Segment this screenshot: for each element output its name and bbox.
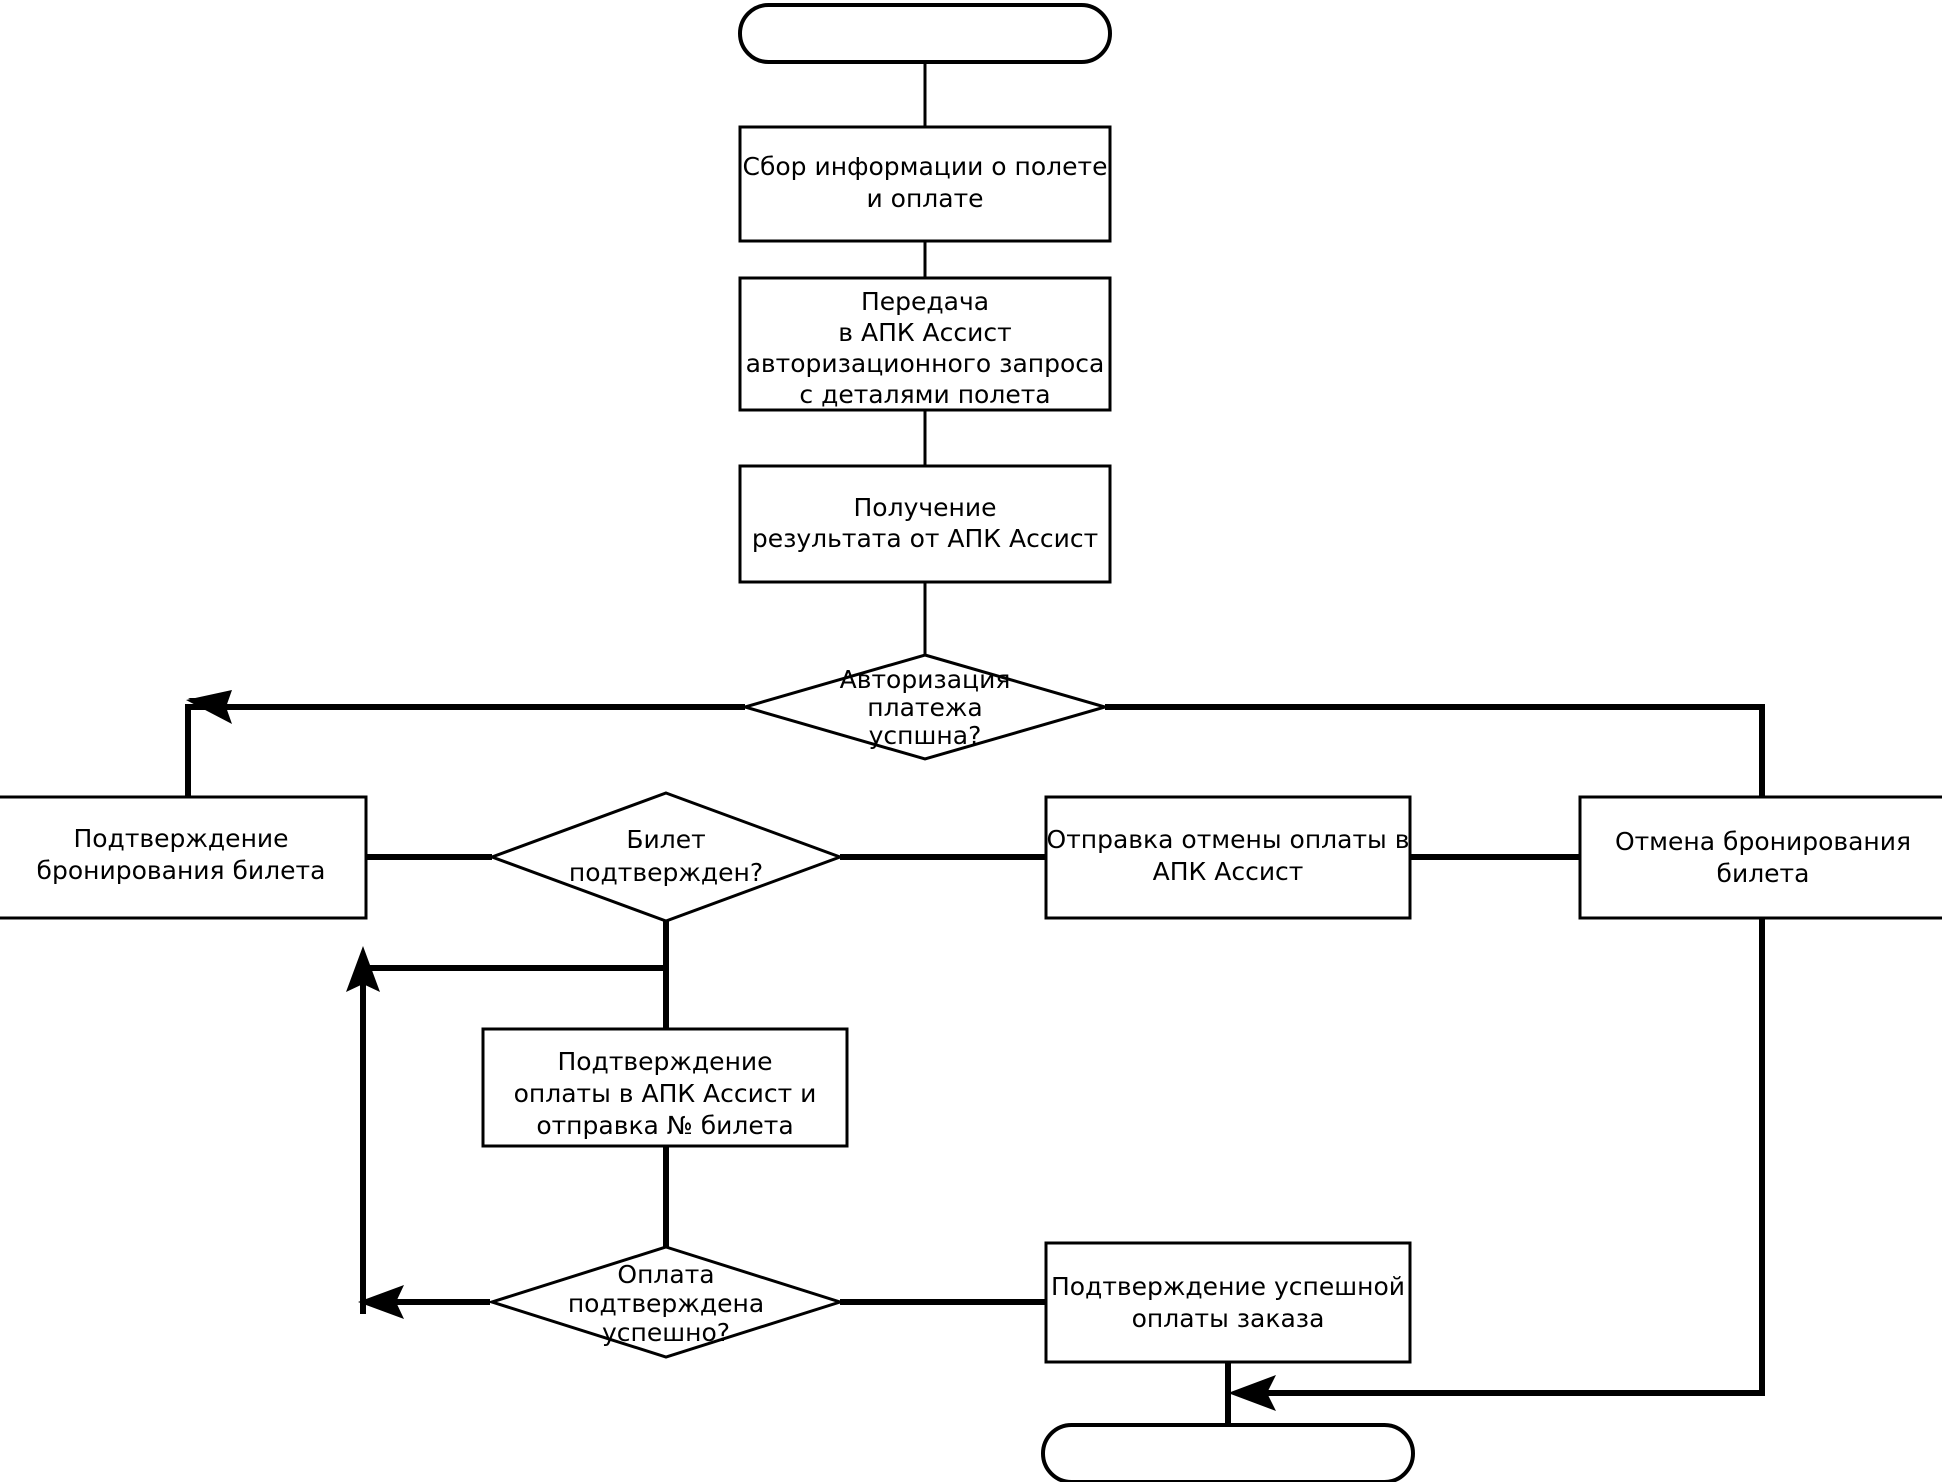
collect-info-line-1: Сбор информации о полете	[743, 152, 1108, 181]
confirm-order-paid-box[interactable]	[1044, 1241, 1412, 1364]
edge-cancel-booking-to-end	[1245, 917, 1765, 1396]
confirm-order-paid-line-2: оплаты заказа	[1132, 1304, 1325, 1333]
end-terminal-shape[interactable]	[1041, 1423, 1415, 1482]
arrow-head-loop-up	[346, 946, 380, 992]
ticket-confirmed-line-2: подтвержден?	[569, 858, 763, 887]
arrow-head-cancel-to-end	[1228, 1375, 1276, 1411]
node-confirm-payment[interactable]: Подтверждение оплаты в АПК Ассист и отпр…	[481, 1027, 849, 1148]
payment-confirmed-line-1: Оплата	[617, 1260, 714, 1289]
node-receive-result[interactable]: Получение результата от АПК Ассист	[738, 464, 1112, 584]
cancel-booking-line-2: билета	[1717, 859, 1810, 888]
start-terminal-shape[interactable]	[738, 3, 1112, 64]
payment-confirmed-diamond[interactable]	[487, 1245, 845, 1359]
receive-result-line-1: Получение	[854, 493, 997, 522]
send-auth-request-line-4: с деталями полета	[799, 380, 1050, 409]
node-confirm-booking[interactable]: Подтверждение бронирования билета	[0, 795, 368, 920]
cancel-booking-line-1: Отмена бронирования	[1615, 827, 1911, 856]
receive-result-box[interactable]	[738, 464, 1112, 584]
node-start[interactable]	[738, 3, 1112, 64]
confirm-payment-line-3: отправка № билета	[536, 1111, 793, 1140]
node-collect-info[interactable]: Сбор информации о полете и оплате	[738, 125, 1112, 243]
confirm-payment-line-1: Подтверждение	[557, 1047, 772, 1076]
node-auth-success-decision[interactable]: Авторизация платежа успшна?	[739, 653, 1111, 761]
edge-auth-yes-to-cancel-booking	[1105, 704, 1765, 797]
payment-confirmed-line-3: успешно?	[602, 1318, 730, 1347]
auth-success-diamond[interactable]	[739, 653, 1111, 761]
node-ticket-confirmed-decision[interactable]: Билет подтвержден?	[487, 791, 845, 923]
node-cancel-booking[interactable]: Отмена бронирования билета	[1578, 795, 1942, 920]
send-cancel-payment-line-1: Отправка отмены оплаты в	[1047, 825, 1410, 854]
confirm-booking-box[interactable]	[0, 795, 368, 920]
send-cancel-payment-box[interactable]	[1044, 795, 1412, 920]
auth-success-line-2: платежа	[867, 693, 982, 722]
auth-success-line-3: успшна?	[869, 721, 982, 750]
ticket-confirmed-line-1: Билет	[626, 825, 705, 854]
ticket-confirmed-diamond[interactable]	[487, 791, 845, 923]
send-auth-request-line-1: Передача	[861, 287, 989, 316]
send-auth-request-box[interactable]	[738, 276, 1112, 412]
receive-result-line-2: результата от АПК Ассист	[752, 524, 1098, 553]
node-send-cancel-payment[interactable]: Отправка отмены оплаты в АПК Ассист	[1044, 795, 1412, 920]
confirm-booking-line-1: Подтверждение	[73, 824, 288, 853]
arrow-head-auth-no-left	[186, 690, 232, 724]
confirm-payment-line-2: оплаты в АПК Ассист и	[514, 1079, 817, 1108]
send-auth-request-line-3: авторизационного запроса	[746, 349, 1105, 378]
auth-success-line-1: Авторизация	[840, 665, 1011, 694]
collect-info-line-2: и оплате	[866, 184, 983, 213]
payment-confirmed-line-2: подтверждена	[568, 1289, 764, 1318]
confirm-booking-line-2: бронирования билета	[37, 856, 326, 885]
confirm-order-paid-line-1: Подтверждение успешной	[1051, 1272, 1405, 1301]
node-confirm-order-paid[interactable]: Подтверждение успешной оплаты заказа	[1044, 1241, 1412, 1364]
connectors-layer	[185, 62, 1765, 1425]
arrow-head-payment-no	[358, 1285, 404, 1319]
confirm-payment-box[interactable]	[481, 1027, 849, 1148]
edge-auth-no-to-confirm-booking	[185, 704, 745, 797]
node-send-auth-request[interactable]: Передача в АПК Ассист авторизационного з…	[738, 276, 1112, 412]
collect-info-box[interactable]	[738, 125, 1112, 243]
send-cancel-payment-line-2: АПК Ассист	[1153, 857, 1304, 886]
send-auth-request-line-2: в АПК Ассист	[838, 318, 1011, 347]
cancel-booking-box[interactable]	[1578, 795, 1942, 920]
node-end[interactable]	[1041, 1423, 1415, 1482]
node-payment-confirmed-decision[interactable]: Оплата подтверждена успешно?	[487, 1245, 845, 1359]
